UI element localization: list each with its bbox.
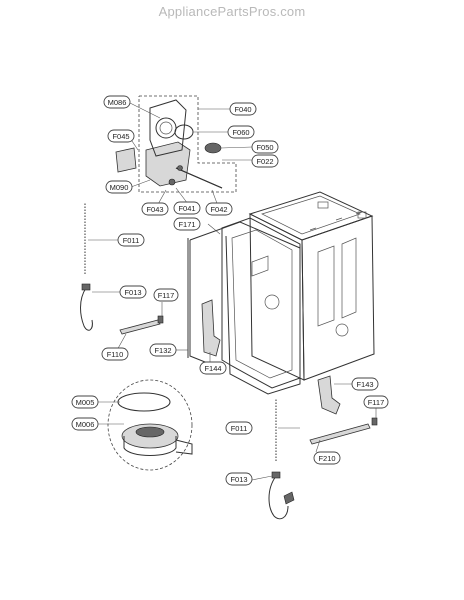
- callout-f011-bottom-text: F011: [231, 424, 248, 433]
- callout-f171: F171: [173, 217, 201, 231]
- rail-left: [119, 319, 161, 335]
- callout-f045: F045: [107, 129, 135, 143]
- hinge-right: [317, 375, 341, 415]
- callout-f110: F110: [101, 347, 129, 361]
- watermark: AppliancePartsPros.com: [158, 4, 306, 19]
- callout-f011-bottom: F011: [225, 421, 253, 435]
- callout-f050: F050: [251, 140, 279, 154]
- callout-f144-text: F144: [204, 364, 221, 373]
- callout-m006-text: M006: [76, 420, 95, 429]
- callout-m086: M086: [103, 95, 131, 109]
- callout-f011-top: F011: [117, 233, 145, 247]
- callout-f013-top: F013: [119, 285, 147, 299]
- sump-assembly-group: [115, 95, 237, 193]
- pump-assembly: [107, 379, 193, 471]
- callout-f045-text: F045: [112, 132, 129, 141]
- callout-f143: F143: [351, 377, 379, 391]
- callout-m005: M005: [71, 395, 99, 409]
- door-gasket: [189, 221, 301, 395]
- callout-f022-text: F022: [256, 157, 273, 166]
- callout-f042: F042: [205, 202, 233, 216]
- callout-m090: M090: [105, 180, 133, 194]
- callout-f144: F144: [199, 361, 227, 375]
- callout-f210: F210: [313, 451, 341, 465]
- callout-f040-text: F040: [234, 105, 251, 114]
- callout-f011-top-text: F011: [123, 236, 140, 245]
- callout-f043-text: F043: [146, 205, 163, 214]
- callout-f132: F132: [149, 343, 177, 357]
- callout-f042-text: F042: [210, 205, 227, 214]
- callout-f013-bottom: F013: [225, 472, 253, 486]
- callout-m005-text: M005: [76, 398, 95, 407]
- callout-f041: F041: [173, 201, 201, 215]
- callout-f043: F043: [141, 202, 169, 216]
- callout-f110-text: F110: [107, 350, 124, 359]
- callout-f117-top-text: F117: [158, 291, 175, 300]
- callout-f117-bottom-text: F117: [368, 398, 385, 407]
- callout-f060: F060: [227, 125, 255, 139]
- cable-left: [80, 287, 93, 331]
- callout-f060-text: F060: [232, 128, 249, 137]
- callout-f132-text: F132: [154, 346, 171, 355]
- callout-f117-bottom: F117: [363, 395, 389, 409]
- hinge-left: [201, 299, 221, 357]
- callout-f050-text: F050: [256, 143, 273, 152]
- callout-f210-text: F210: [318, 454, 335, 463]
- callout-m086-text: M086: [108, 98, 127, 107]
- callout-f171-text: F171: [178, 220, 195, 229]
- callout-f143-text: F143: [356, 380, 373, 389]
- callout-f013-top-text: F013: [124, 288, 141, 297]
- callout-f022: F022: [251, 154, 279, 168]
- tub-body: [221, 191, 375, 389]
- callout-m090-text: M090: [110, 183, 129, 192]
- callout-f040: F040: [229, 102, 257, 116]
- callout-f013-bottom-text: F013: [230, 475, 247, 484]
- callout-f041-text: F041: [178, 204, 195, 213]
- leader-lines: [88, 101, 377, 481]
- callout-f117-top: F117: [153, 288, 179, 302]
- cable-right: [268, 475, 289, 520]
- callout-m006: M006: [71, 417, 99, 431]
- rail-right: [309, 423, 371, 445]
